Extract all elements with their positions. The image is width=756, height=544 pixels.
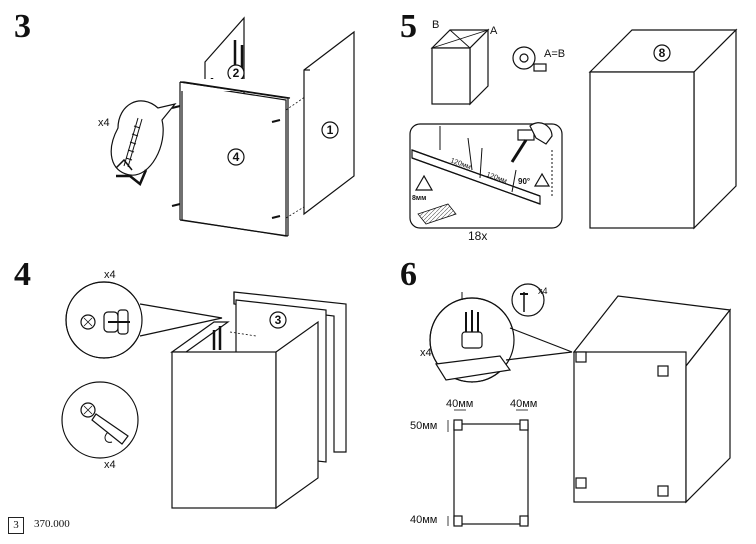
step5-warning-depth: 8мм <box>412 195 426 202</box>
part-label-2: 2 <box>233 66 240 80</box>
step4-diagram <box>61 281 347 510</box>
step6-qty-screws: x4 <box>538 286 548 296</box>
step5-corner-a: A <box>490 25 498 37</box>
step6-dim-bottom: 40мм <box>410 514 437 526</box>
step6-diagram <box>429 283 732 527</box>
step6-dim-left: 40мм <box>446 398 473 410</box>
page-number-box: 3 <box>8 517 24 534</box>
part-badge-1 <box>321 121 339 139</box>
part-badge-3 <box>269 311 287 329</box>
step3-qty-label: x4 <box>98 117 110 129</box>
step-number-3: 3 <box>14 8 31 45</box>
part-badge-8 <box>653 44 671 62</box>
step3-diagram <box>110 16 355 237</box>
step5-diagram <box>409 28 738 230</box>
part-label-4: 4 <box>233 150 240 164</box>
step5-angle: 90° <box>518 177 530 186</box>
document-code: 370.000 <box>34 518 70 530</box>
step-number-4: 4 <box>14 256 31 293</box>
step4-qty-bottom: x4 <box>104 459 116 471</box>
step5-nails-count: 18x <box>468 229 487 243</box>
step5-equation: A=B <box>544 48 565 60</box>
part-badge-4 <box>227 148 245 166</box>
step6-dim-top: 50мм <box>410 420 437 432</box>
step-number-5: 5 <box>400 8 417 45</box>
part-label-1: 1 <box>327 123 334 137</box>
step5-corner-b: B <box>432 19 439 31</box>
part-label-3: 3 <box>275 313 282 327</box>
step6-dim-right: 40мм <box>510 398 537 410</box>
step6-qty-feet: x4 <box>420 347 432 359</box>
step-number-6: 6 <box>400 256 417 293</box>
part-label-8: 8 <box>659 46 666 60</box>
step4-qty-top: x4 <box>104 269 116 281</box>
